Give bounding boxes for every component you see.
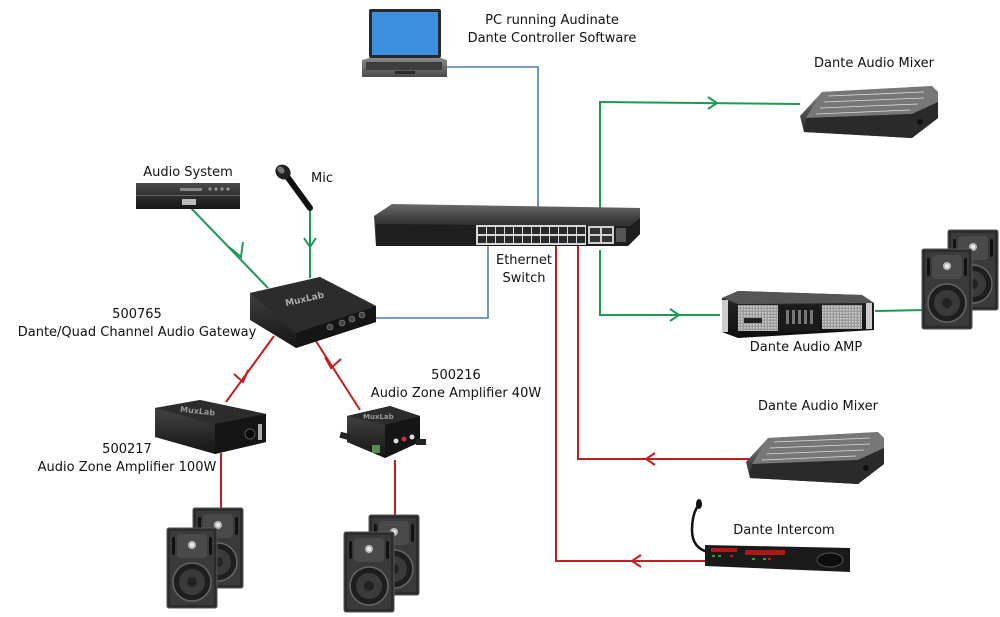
arrow-intercom	[630, 554, 642, 568]
mixer2-label: Dante Audio Mixer	[748, 398, 888, 416]
arrow-amp40	[324, 356, 342, 370]
ethernet-switch-icon	[374, 204, 640, 246]
pc-label-line-2: Dante Controller Software	[467, 31, 637, 46]
arrow-audiosystem	[228, 241, 244, 259]
zone-amplifier-40w-icon: MuxLab	[339, 406, 426, 458]
audio-mixer-icon	[799, 85, 939, 139]
switch-label-line-2: Switch	[502, 271, 546, 286]
dante-amp-label-text: Dante Audio AMP	[749, 340, 863, 355]
link-switch-amp	[599, 250, 720, 316]
audio-system-label: Audio System	[136, 164, 240, 182]
link-gateway-switch	[376, 240, 489, 319]
amp100-label-model: 500217	[102, 442, 152, 457]
amp100-label-name: Audio Zone Amplifier 100W	[37, 460, 217, 475]
dante-amp-label: Dante Audio AMP	[736, 339, 876, 357]
gateway-label-name: Dante/Quad Channel Audio Gateway	[17, 325, 257, 340]
mixer2-label-text: Dante Audio Mixer	[758, 399, 878, 414]
speaker-pair-icon	[343, 514, 420, 613]
power-amplifier-icon	[722, 291, 874, 338]
intercom-icon	[690, 499, 850, 572]
audio-mixer-icon	[745, 431, 885, 485]
arrow-amp100	[233, 369, 249, 384]
amp40-label: 500216 Audio Zone Amplifier 40W	[366, 367, 546, 403]
link-pc-switch	[440, 66, 539, 222]
link-switch-mixer1	[599, 100, 801, 228]
link-intercom-switch	[555, 244, 760, 562]
audio-gateway-icon: MuxLab	[250, 277, 376, 348]
speaker-pair-icon	[166, 507, 244, 609]
mixer1-label-text: Dante Audio Mixer	[814, 56, 934, 71]
svg-text:MuxLab: MuxLab	[363, 413, 394, 421]
speaker-pair-icon	[921, 229, 999, 330]
amp40-label-model: 500216	[431, 368, 481, 383]
link-gateway-amp100	[225, 335, 275, 403]
link-gateway-amp40	[313, 337, 361, 411]
pc-label: PC running Audinate Dante Controller Sof…	[452, 12, 652, 48]
switch-label: Ethernet Switch	[484, 252, 564, 288]
zone-amplifier-100w-icon: MuxLab	[155, 400, 266, 454]
audio-system-label-text: Audio System	[143, 165, 233, 180]
link-mixer2-switch	[577, 246, 758, 460]
switch-label-line-1: Ethernet	[496, 253, 552, 268]
arrow-mic	[303, 237, 317, 249]
microphone-icon	[275, 164, 313, 211]
laptop-icon	[362, 9, 447, 77]
arrow-mixer2	[644, 452, 656, 466]
amp40-label-name: Audio Zone Amplifier 40W	[370, 386, 542, 401]
intercom-label-text: Dante Intercom	[733, 523, 835, 538]
gateway-label: 500765 Dante/Quad Channel Audio Gateway	[10, 306, 264, 342]
mixer1-label: Dante Audio Mixer	[804, 55, 944, 73]
arrow-mixer1	[707, 96, 719, 110]
mic-label-text: Mic	[311, 171, 333, 186]
intercom-label: Dante Intercom	[724, 522, 844, 540]
amp100-label: 500217 Audio Zone Amplifier 100W	[32, 441, 222, 477]
pc-label-line-1: PC running Audinate	[485, 13, 619, 28]
svg-text:MuxLab: MuxLab	[180, 405, 216, 418]
arrow-amp	[669, 308, 681, 322]
gateway-label-model: 500765	[112, 307, 162, 322]
audio-system-icon	[136, 183, 240, 209]
mic-label: Mic	[302, 170, 342, 188]
link-amp-speakers	[874, 309, 926, 312]
